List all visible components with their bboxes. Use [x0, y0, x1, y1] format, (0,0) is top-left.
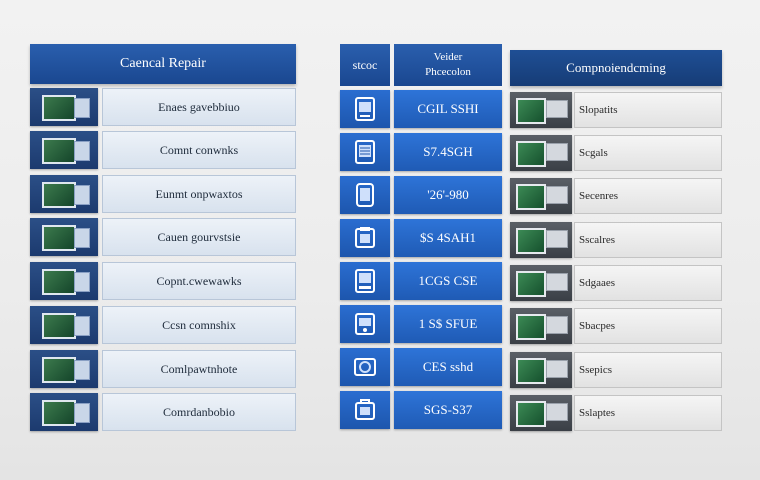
repair-row[interactable]: Enaes gavebbiuo	[30, 88, 296, 126]
component-thumbnail-icon	[510, 222, 572, 258]
device-thumbnail-icon	[30, 218, 98, 256]
repair-panel: Caencal Repair Enaes gavebbiuo Comnt con…	[30, 44, 296, 431]
pricing-row[interactable]: 1CGS CSE	[340, 262, 502, 300]
device-thumbnail-icon	[30, 262, 98, 300]
component-thumbnail-icon	[510, 308, 572, 344]
pricing-row[interactable]: S7.4SGH	[340, 133, 502, 171]
component-row-label: Ssepics	[574, 352, 722, 388]
component-thumbnail-icon	[510, 265, 572, 301]
component-thumbnail-icon	[510, 395, 572, 431]
repair-row-label: Copnt.cwewawks	[102, 262, 296, 300]
component-row[interactable]: Sscalres	[510, 222, 722, 258]
component-thumbnail-icon	[510, 92, 572, 128]
device-thumbnail-icon	[30, 306, 98, 344]
pricing-row[interactable]: 1 S$ SFUE	[340, 305, 502, 343]
component-row-label: Slopatits	[574, 92, 722, 128]
repair-row-label: Eunmt onpwaxtos	[102, 175, 296, 213]
component-row-label: Sscalres	[574, 222, 722, 258]
device-thumbnail-icon	[30, 350, 98, 388]
price-value: 1 S$ SFUE	[394, 305, 502, 343]
component-thumbnail-icon	[510, 178, 572, 214]
pricing-row[interactable]: '26'-980	[340, 176, 502, 214]
pricing-header-line2: Phcecolon	[425, 66, 471, 78]
device-thumbnail-icon	[30, 175, 98, 213]
components-panel: Compnoiendcming Slopatits Scgals Secenre…	[510, 50, 722, 431]
device-unit-icon	[340, 348, 390, 386]
component-row[interactable]: Slopatits	[510, 92, 722, 128]
repair-row-label: Ccsn comnshix	[102, 306, 296, 344]
pricing-row[interactable]: CGIL SSHI	[340, 90, 502, 128]
component-thumbnail-icon	[510, 352, 572, 388]
price-value: '26'-980	[394, 176, 502, 214]
component-row-label: Scgals	[574, 135, 722, 171]
repair-row[interactable]: Comnt conwnks	[30, 131, 296, 169]
price-value: S7.4SGH	[394, 133, 502, 171]
device-thumbnail-icon	[30, 131, 98, 169]
repair-row[interactable]: Comrdanbobio	[30, 393, 296, 431]
device-thumbnail-icon	[30, 88, 98, 126]
repair-row-label: Enaes gavebbiuo	[102, 88, 296, 126]
repair-row-label: Comnt conwnks	[102, 131, 296, 169]
repair-row[interactable]: Cauen gourvstsie	[30, 218, 296, 256]
device-unit-icon	[340, 90, 390, 128]
repair-row[interactable]: Copnt.cwewawks	[30, 262, 296, 300]
component-row-label: Sdgaaes	[574, 265, 722, 301]
component-row[interactable]: Scgals	[510, 135, 722, 171]
component-row[interactable]: Sdgaaes	[510, 265, 722, 301]
device-unit-icon	[340, 219, 390, 257]
price-value: SGS-S37	[394, 391, 502, 429]
repair-row-label: Comlpawtnhote	[102, 350, 296, 388]
component-thumbnail-icon	[510, 135, 572, 171]
repair-row[interactable]: Eunmt onpwaxtos	[30, 175, 296, 213]
repair-row-label: Comrdanbobio	[102, 393, 296, 431]
device-unit-icon	[340, 305, 390, 343]
device-thumbnail-icon	[30, 393, 98, 431]
device-unit-icon	[340, 391, 390, 429]
pricing-icon-header: stcoc	[340, 44, 390, 86]
component-row-label: Sslaptes	[574, 395, 722, 431]
pricing-row[interactable]: $S 4SAH1	[340, 219, 502, 257]
repair-row-label: Cauen gourvstsie	[102, 218, 296, 256]
device-unit-icon	[340, 262, 390, 300]
device-unit-icon	[340, 176, 390, 214]
component-row[interactable]: Sslaptes	[510, 395, 722, 431]
component-row[interactable]: Secenres	[510, 178, 722, 214]
pricing-header-line1: Veider	[433, 51, 463, 63]
price-value: 1CGS CSE	[394, 262, 502, 300]
price-value: $S 4SAH1	[394, 219, 502, 257]
price-value: CGIL SSHI	[394, 90, 502, 128]
pricing-row[interactable]: CES sshd	[340, 348, 502, 386]
price-value: CES sshd	[394, 348, 502, 386]
device-unit-icon	[340, 133, 390, 171]
pricing-value-header: Veider Phcecolon	[394, 44, 502, 86]
component-row-label: Secenres	[574, 178, 722, 214]
components-panel-header: Compnoiendcming	[510, 50, 722, 86]
pricing-row[interactable]: SGS-S37	[340, 391, 502, 429]
repair-row[interactable]: Comlpawtnhote	[30, 350, 296, 388]
component-row[interactable]: Ssepics	[510, 352, 722, 388]
repair-row[interactable]: Ccsn comnshix	[30, 306, 296, 344]
component-row-label: Sbacpes	[574, 308, 722, 344]
component-row[interactable]: Sbacpes	[510, 308, 722, 344]
repair-panel-header: Caencal Repair	[30, 44, 296, 84]
